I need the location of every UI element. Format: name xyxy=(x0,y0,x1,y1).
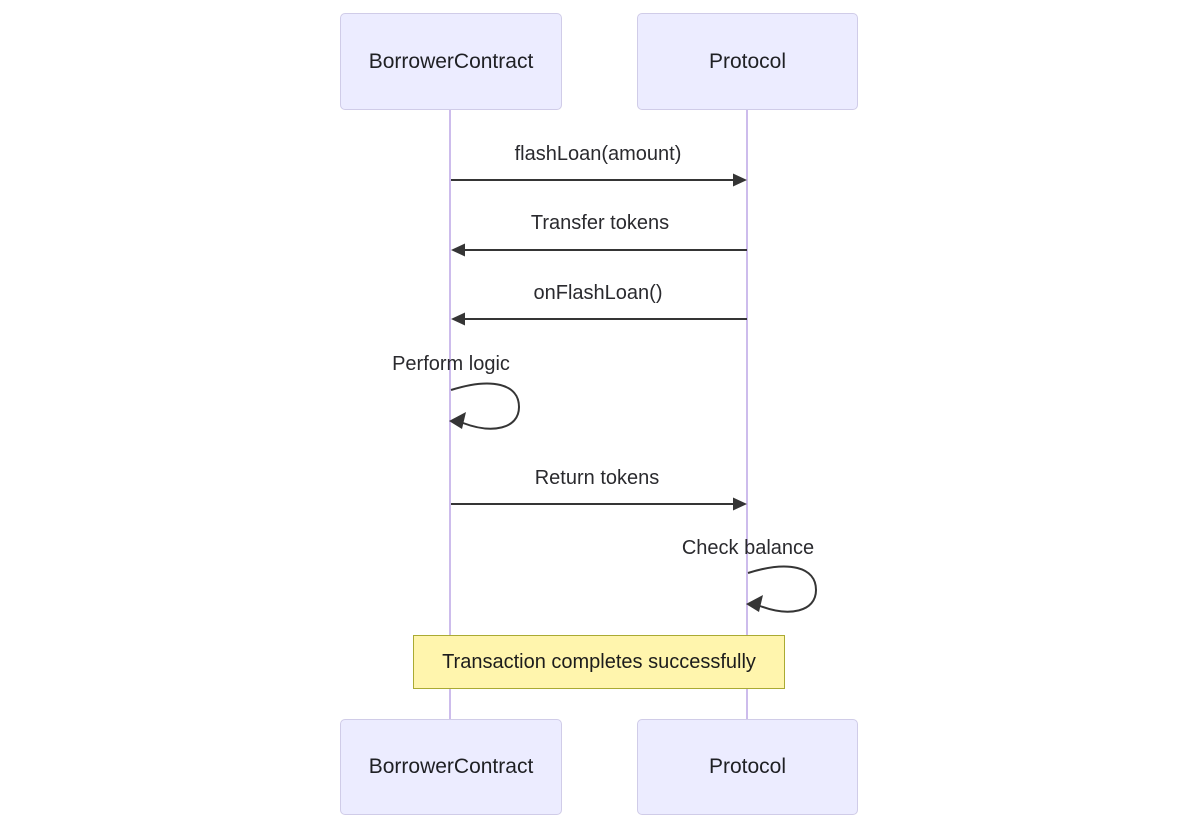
lifeline-protocol xyxy=(746,110,748,719)
arrow-onflashloan xyxy=(451,312,747,326)
arrow-return-tokens xyxy=(451,497,747,511)
note-label: Transaction completes successfully xyxy=(442,650,756,673)
message-label-perform-logic: Perform logic xyxy=(392,353,510,375)
self-loop-check-balance xyxy=(746,565,818,613)
message-label-return-tokens: Return tokens xyxy=(534,467,660,489)
message-label-onflashloan: onFlashLoan() xyxy=(533,282,663,304)
actor-box-borrowercontract-bottom: BorrowerContract xyxy=(340,719,562,815)
message-label-check-balance: Check balance xyxy=(681,537,815,559)
self-loop-perform-logic xyxy=(449,382,521,430)
lifeline-borrowercontract xyxy=(449,110,451,719)
actor-box-borrowercontract-top: BorrowerContract xyxy=(340,13,562,110)
arrow-transfer-tokens xyxy=(451,243,747,257)
actor-label: BorrowerContract xyxy=(368,755,534,778)
message-label-transfer-tokens: Transfer tokens xyxy=(530,212,670,234)
arrow-flashloan xyxy=(451,173,747,187)
actor-box-protocol-top: Protocol xyxy=(637,13,858,110)
note-transaction-completes: Transaction completes successfully xyxy=(413,635,785,689)
actor-label: Protocol xyxy=(708,755,787,778)
message-label-flashloan: flashLoan(amount) xyxy=(514,143,682,165)
actor-box-protocol-bottom: Protocol xyxy=(637,719,858,815)
actor-label: Protocol xyxy=(708,49,787,73)
actor-label: BorrowerContract xyxy=(368,49,534,73)
